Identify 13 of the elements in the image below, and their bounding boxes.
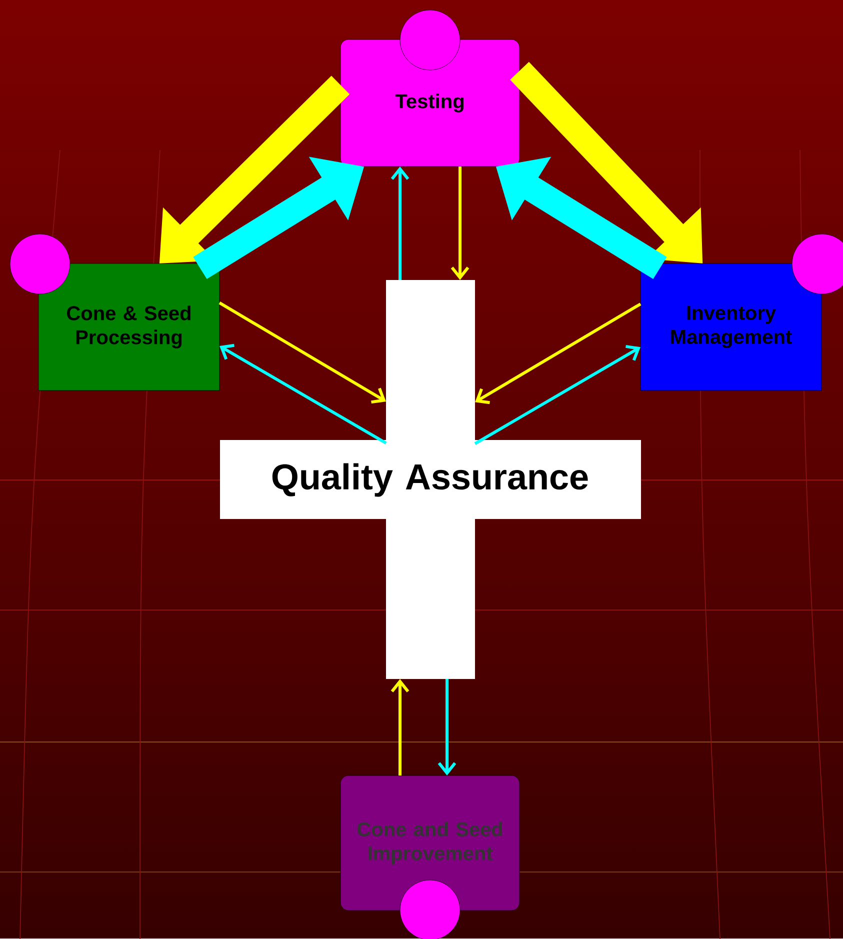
arrow xyxy=(218,302,386,404)
arrow xyxy=(450,166,470,280)
cross-box: Quality Assurance xyxy=(220,280,641,679)
arrow xyxy=(220,344,387,444)
arrow xyxy=(438,679,456,776)
arrow xyxy=(390,679,410,776)
process-box: Cone & Seed Processing xyxy=(38,263,220,391)
arrow xyxy=(475,302,642,404)
process-box: Inventory Management xyxy=(640,263,822,391)
process-box: Testing xyxy=(340,39,520,167)
arrow xyxy=(390,166,410,280)
arrow xyxy=(474,344,640,445)
process-box: Cone and Seed Improvement xyxy=(340,775,520,911)
